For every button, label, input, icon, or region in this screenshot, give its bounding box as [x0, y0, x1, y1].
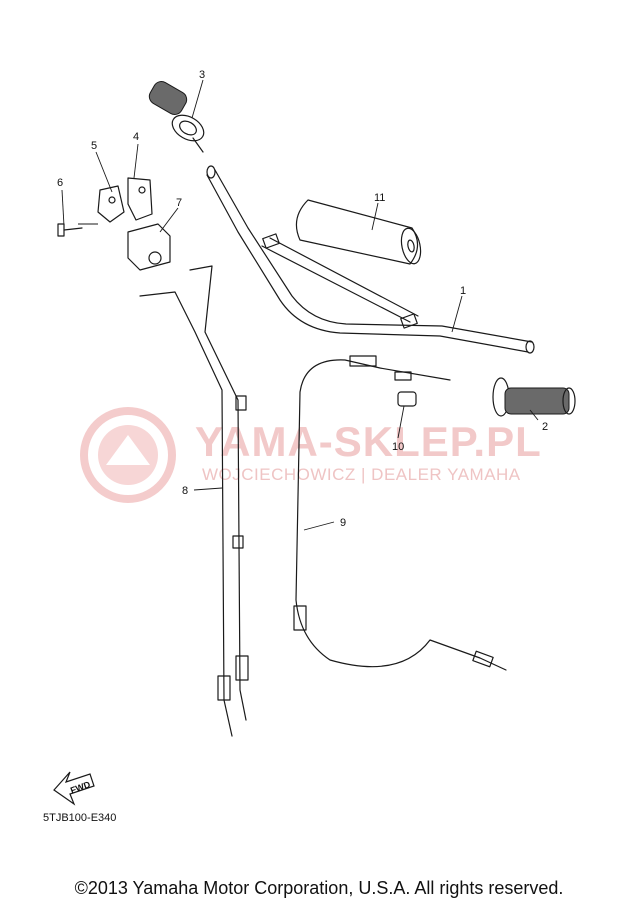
throttle-grip-part[interactable] — [146, 79, 208, 153]
left-grip-part[interactable] — [492, 377, 576, 417]
callout-4: 4 — [133, 131, 139, 143]
throttle-housing-part[interactable] — [127, 177, 153, 221]
callout-8: 8 — [182, 485, 188, 497]
switch-block-part[interactable] — [127, 223, 171, 271]
callout-3: 3 — [199, 69, 205, 81]
callout-1: 1 — [460, 285, 466, 297]
callout-6: 6 — [57, 177, 63, 189]
screw-part[interactable] — [57, 223, 83, 237]
leader-lines — [61, 79, 539, 531]
watermark-brand: YAMA-SKLEP.PL — [195, 418, 542, 465]
watermark-dealer: WOJCIECHOWICZ | DEALER YAMAHA — [202, 465, 521, 484]
clutch-cable-part[interactable] — [293, 355, 507, 671]
callout-5: 5 — [91, 140, 97, 152]
throttle-housing-cap-part[interactable] — [97, 185, 125, 223]
diagram-code: 5TJB100-E340 — [43, 812, 117, 824]
cable-adjuster-part[interactable] — [397, 391, 417, 407]
watermark-logo-icon — [80, 407, 176, 503]
callout-2: 2 — [542, 421, 548, 433]
copyright-notice: ©2013 Yamaha Motor Corporation, U.S.A. A… — [74, 878, 564, 898]
forward-arrow-icon: FWD — [53, 771, 95, 806]
handlebar-pad-part[interactable] — [295, 199, 423, 265]
callout-7: 7 — [176, 197, 182, 209]
callout-11: 11 — [374, 192, 385, 204]
callout-10: 10 — [392, 441, 404, 453]
handlebar-part[interactable] — [206, 165, 535, 354]
callout-9: 9 — [340, 517, 346, 529]
throttle-cable-part[interactable] — [139, 265, 249, 737]
